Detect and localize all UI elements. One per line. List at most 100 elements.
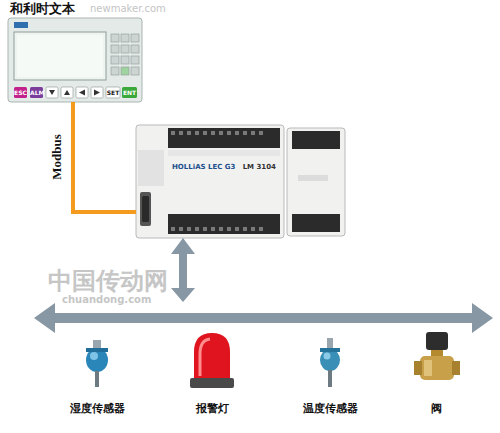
valve-icon-part [424,360,432,376]
field-bus-arrow-part [34,303,493,333]
model-label: LM 3104 [241,163,278,172]
edge-label: Modbus [50,134,64,180]
humidity-sensor: 湿度传感器 [57,330,138,418]
hmi-panel-art-part [14,87,27,98]
modbus-cable [73,102,136,212]
plc-art-part [138,150,164,186]
alarm-light: 报警灯 [172,330,253,418]
alarm-light-icon-part [194,333,230,380]
hmi-panel-art-part [17,35,103,77]
plc-art-part-part [195,131,199,135]
plc-art-part-part [235,227,239,231]
hmi-panel-art-part-part [64,90,70,95]
valve-icon-part [431,350,443,356]
humidity-sensor-icon-part [95,371,99,387]
hmi-panel-art-part [111,34,139,75]
hmi-panel-art-part [46,87,58,98]
plc-art-part-part [219,131,223,135]
plc-art-part-part [179,131,183,135]
hmi-panel-art-part-part [121,45,129,53]
humidity-sensor-icon-part [90,352,98,360]
plc-art-part-part [171,227,175,231]
temperature-sensor-icon-part [327,338,333,348]
hmi-panel-art-part [61,87,73,98]
watermark-text: chuandong.com [62,294,151,305]
brand-label: HOLLiAS LEC G3 [170,163,237,172]
temperature-sensor-icon-part [328,370,332,387]
plc-art-part [168,128,280,148]
hmi-panel-art-part-part [111,45,119,53]
plc-art-part-part [251,131,255,135]
hmi-panel-art-part [76,87,88,98]
plc-art-part-part [179,227,183,231]
hmi-panel-art-part-part [94,90,100,96]
plc-art-part-part [259,227,263,231]
valve-icon-part [414,361,422,375]
valve: 阀 [397,330,475,418]
watermark-text: newmaker.com [90,3,166,14]
hmi-panel-art-part [14,32,106,80]
temperature-sensor: 温度传感器 [290,330,371,418]
plc-art-part [171,131,263,231]
hmi-panel-art-part-part [49,90,55,95]
valve-icon-part [426,332,448,350]
plc-art-part-part [171,131,175,135]
plc-art-part-part [203,131,207,135]
plc-art-part [136,125,284,238]
plc-art-part [168,150,280,156]
key-label: SET [106,87,120,98]
key-label: ESC [14,87,27,98]
hmi-panel-art-part-part [131,34,139,42]
plc-art-part-part [211,227,215,231]
humidity-sensor-icon-part [93,340,101,348]
field-bus-arrow [34,303,493,333]
plc-controller: HOLLiAS LEC G3 LM 3104 [136,125,284,238]
plc-art-part-part [251,227,255,231]
plc-art-part-part [243,131,247,135]
hmi-panel-art-part-part [131,67,139,75]
plc-art-part-part [235,131,239,135]
plc-art-part [298,175,328,181]
hmi-panel-art [8,18,142,102]
plc-art-part [287,128,345,236]
device-label: 阀 [397,402,475,415]
valve-icon-part [452,361,460,375]
hmi-panel-art-part-part [131,56,139,64]
plc-art [136,125,345,238]
plc-art-part-part [227,227,231,231]
hmi-panel-art-part-part [79,90,85,96]
plc-art-part-part [187,131,191,135]
alarm-light-icon-part [200,339,210,376]
key-label: ALM [30,87,43,98]
valve-icon-part [420,356,454,380]
hmi-panel-art-part [8,18,142,102]
humidity-sensor-icon-part [86,348,108,352]
hmi-panel-art-part-part [121,34,129,42]
device-label: 温度传感器 [290,402,371,415]
plc-art-part-part [211,131,215,135]
plc-art-part-part [203,227,207,231]
plc-art-part-part [227,131,231,135]
hmi-panel-art-part [14,22,28,28]
key-label: ENT [122,87,137,98]
plc-art-part [168,214,280,234]
alarm-light-icon [190,333,234,388]
plc-art-part-part [195,227,199,231]
plc-label-band: HOLLiAS LEC G3 LM 3104 [170,163,278,172]
humidity-sensor-icon [86,340,108,387]
humidity-sensor-icon-part [86,348,108,372]
plc-art-part-part [243,227,247,231]
hmi-panel-art-part-part [111,56,119,64]
hmi-panel-art-part-part [121,56,129,64]
device-label: 湿度传感器 [57,402,138,415]
plc-art-part [292,131,340,149]
plc-art-part-part [219,227,223,231]
hmi-panel-art-part [122,87,137,98]
valve-icon [414,332,460,380]
hmi-panel-art-part [106,87,120,98]
plc-art-part [292,214,340,232]
temperature-sensor-icon-part [324,353,331,360]
